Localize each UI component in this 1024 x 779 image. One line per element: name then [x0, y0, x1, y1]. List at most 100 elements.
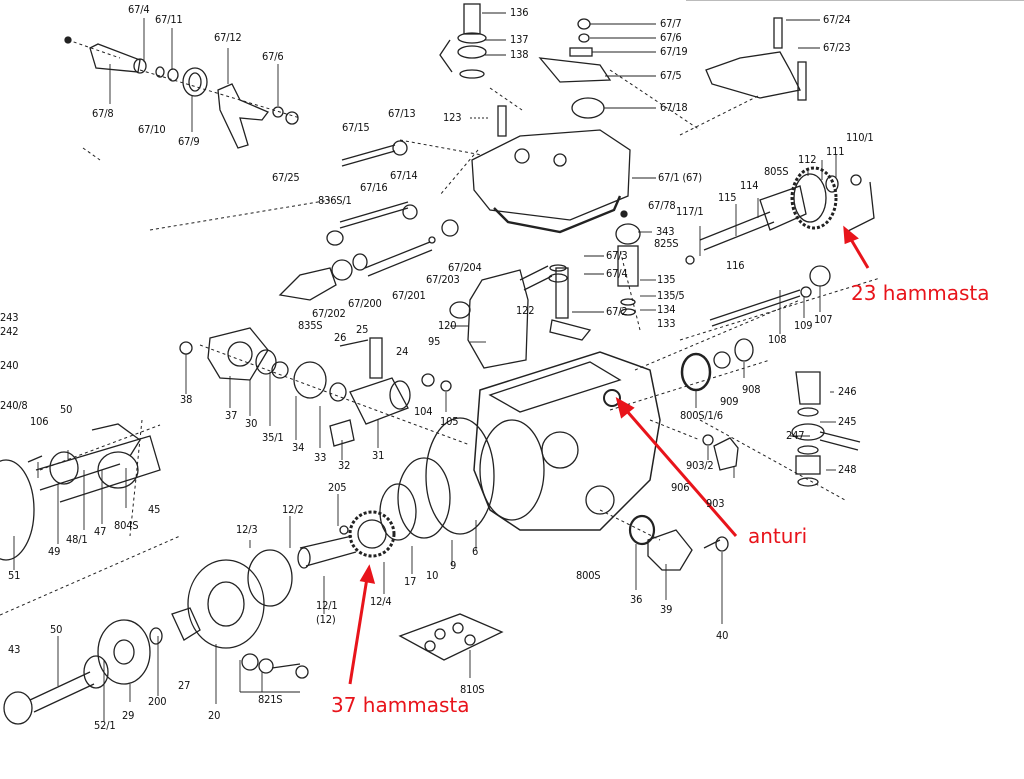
part-label: 120 — [438, 319, 457, 332]
part-label: 112 — [798, 153, 817, 166]
part-label: 67/12 — [214, 31, 242, 44]
part-label: 247 — [786, 429, 805, 442]
part-label: 115 — [718, 191, 737, 204]
arrow-sensor — [624, 409, 738, 537]
part-label: 248 — [838, 463, 857, 476]
part-label: 107 — [814, 313, 833, 326]
part-label: 836S/1 — [318, 194, 352, 207]
part-label: 242 — [0, 325, 19, 338]
part-label: 908 — [742, 383, 761, 396]
bracket-group — [705, 17, 807, 101]
part-label: 825S — [654, 237, 679, 250]
adjust-screw-group — [278, 140, 459, 301]
arrowhead-gear-23 — [843, 225, 859, 245]
part-label: 67/2 — [606, 305, 628, 318]
part-label: 137 — [510, 33, 529, 46]
part-label: 67/6 — [660, 31, 682, 44]
annotation-gear-37-teeth: 37 hammasta — [331, 693, 470, 717]
part-label: 117/1 — [676, 205, 704, 218]
arrow-gear-37 — [348, 577, 369, 685]
part-label: 114 — [740, 179, 759, 192]
annotation-arrows — [348, 225, 870, 685]
gasket-kit — [398, 613, 504, 661]
part-label: 31 — [372, 449, 385, 462]
arrowhead-gear-37 — [359, 564, 376, 584]
part-label: 136 — [510, 6, 529, 19]
part-label: 67/8 — [92, 107, 114, 120]
part-label: 29 — [122, 709, 135, 722]
part-label: 95 — [428, 335, 441, 348]
solenoid-group — [449, 223, 641, 369]
part-label: 36 — [630, 593, 643, 606]
part-label: (12) — [316, 613, 336, 626]
part-label: 116 — [726, 259, 745, 272]
part-label: 67/25 — [272, 171, 300, 184]
part-label: 67/7 — [660, 17, 682, 30]
part-label: 800S/1/6 — [680, 409, 723, 422]
part-label: 104 — [414, 405, 433, 418]
part-label: 134 — [657, 303, 676, 316]
part-label: 110/1 — [846, 131, 874, 144]
top-valve-group — [439, 3, 612, 137]
part-label: 20 — [208, 709, 221, 722]
part-label: 67/24 — [823, 13, 851, 26]
part-label: 40 — [716, 629, 729, 642]
part-label: 906 — [671, 481, 690, 494]
part-label: 67/202 — [312, 307, 346, 320]
part-label: 105 — [440, 415, 459, 428]
part-label: 43 — [8, 643, 21, 656]
part-label: 67/23 — [823, 41, 851, 54]
part-label: 67/11 — [155, 13, 183, 26]
part-label: 38 — [180, 393, 193, 406]
part-label: 49 — [48, 545, 61, 558]
part-label: 12/4 — [370, 595, 392, 608]
part-label: 37 — [225, 409, 238, 422]
part-label: 67/4 — [606, 267, 628, 280]
part-label: 35/1 — [262, 431, 284, 444]
throttle-lever-group — [64, 36, 299, 149]
part-label: 67/15 — [342, 121, 370, 134]
part-label: 10 — [426, 569, 439, 582]
roller-ring-group — [171, 549, 309, 679]
part-label: 835S — [298, 319, 323, 332]
part-label: 67/3 — [606, 249, 628, 262]
part-label: 67/16 — [360, 181, 388, 194]
governor-gear-group — [685, 166, 875, 327]
part-label: 67/10 — [138, 123, 166, 136]
part-label: 34 — [292, 441, 305, 454]
part-label: 810S — [460, 683, 485, 696]
advance-piston-group — [179, 327, 452, 447]
part-label: 67/5 — [660, 69, 682, 82]
part-label: 805S — [764, 165, 789, 178]
arrow-gear-23 — [847, 235, 870, 269]
part-label: 123 — [443, 111, 462, 124]
part-label: 67/19 — [660, 45, 688, 58]
part-label: 67/9 — [178, 135, 200, 148]
part-label: 17 — [404, 575, 417, 588]
part-label: 821S — [258, 693, 283, 706]
top-border-line — [686, 0, 1024, 1]
part-label: 67/203 — [426, 273, 460, 286]
part-label: 67/204 — [448, 261, 482, 274]
part-label: 67/1 (67) — [658, 171, 702, 184]
part-label: 67/201 — [392, 289, 426, 302]
part-label: 246 — [838, 385, 857, 398]
part-label: 67/4 — [128, 3, 150, 16]
part-label: 243 — [0, 311, 19, 324]
part-label: 240/8 — [0, 399, 28, 412]
part-label: 111 — [826, 145, 845, 158]
part-label: 6 — [472, 545, 479, 558]
part-label: 800S — [576, 569, 601, 582]
part-label: 25 — [356, 323, 369, 336]
part-label: 32 — [338, 459, 351, 472]
part-label: 67/14 — [390, 169, 418, 182]
part-label: 135 — [657, 273, 676, 286]
part-label: 109 — [794, 319, 813, 332]
part-label: 903 — [706, 497, 725, 510]
part-label: 106 — [30, 415, 49, 428]
part-label: 24 — [396, 345, 409, 358]
part-label: 240 — [0, 359, 19, 372]
part-label: 903/2 — [686, 459, 714, 472]
part-label: 804S — [114, 519, 139, 532]
